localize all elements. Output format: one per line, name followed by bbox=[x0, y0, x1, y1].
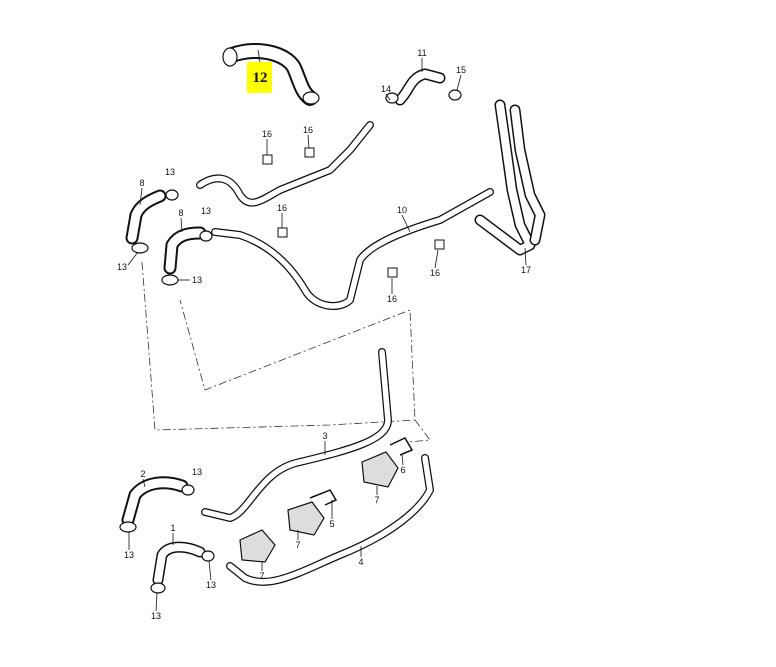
callout-13[interactable]: 13 bbox=[192, 275, 202, 285]
callout-13[interactable]: 13 bbox=[124, 550, 134, 560]
callout-16[interactable]: 16 bbox=[430, 268, 440, 278]
callout-4[interactable]: 4 bbox=[358, 557, 363, 567]
callout-16[interactable]: 16 bbox=[277, 203, 287, 213]
highlight-box bbox=[247, 62, 272, 93]
valve-7[interactable] bbox=[239, 529, 276, 563]
callout-7[interactable]: 7 bbox=[295, 540, 300, 550]
hose-8-top[interactable] bbox=[125, 189, 167, 245]
callout-16[interactable]: 16 bbox=[387, 294, 397, 304]
pipe-3[interactable] bbox=[201, 348, 392, 522]
callout-15[interactable]: 15 bbox=[456, 65, 466, 75]
callout-7[interactable]: 7 bbox=[374, 495, 379, 505]
callout-10[interactable]: 10 bbox=[397, 205, 407, 215]
hose-1[interactable] bbox=[152, 541, 206, 586]
callout-13[interactable]: 13 bbox=[206, 580, 216, 590]
reference-lines bbox=[141, 261, 431, 443]
callout-5[interactable]: 5 bbox=[329, 519, 334, 529]
callout-6[interactable]: 6 bbox=[400, 465, 405, 475]
valve-7[interactable] bbox=[361, 451, 399, 488]
valve-7[interactable] bbox=[287, 501, 325, 536]
callout-labels: 12 11 15 14 16 16 13 8 8 13 16 10 16 16 … bbox=[117, 48, 531, 621]
hose-8-lower[interactable] bbox=[163, 226, 207, 275]
callout-13[interactable]: 13 bbox=[192, 467, 202, 477]
bolts bbox=[262, 147, 445, 278]
callout-13[interactable]: 13 bbox=[117, 262, 127, 272]
callout-13[interactable]: 13 bbox=[151, 611, 161, 621]
callout-13[interactable]: 13 bbox=[165, 167, 175, 177]
callout-17[interactable]: 17 bbox=[521, 265, 531, 275]
callout-12[interactable]: 12 bbox=[253, 70, 268, 86]
pipe-4[interactable] bbox=[226, 454, 434, 586]
callout-3[interactable]: 3 bbox=[322, 431, 327, 441]
callout-7[interactable]: 7 bbox=[259, 571, 264, 581]
callout-11[interactable]: 11 bbox=[417, 48, 426, 58]
callout-2[interactable]: 2 bbox=[140, 469, 145, 479]
callout-14[interactable]: 14 bbox=[381, 84, 391, 94]
hose-17[interactable] bbox=[474, 99, 546, 256]
hose-clamps bbox=[119, 89, 462, 594]
callout-8[interactable]: 8 bbox=[139, 178, 144, 188]
callout-1[interactable]: 1 bbox=[170, 523, 175, 533]
pipe-upper[interactable] bbox=[196, 121, 374, 207]
pipe-10[interactable] bbox=[211, 188, 494, 310]
hose-12[interactable] bbox=[222, 43, 320, 106]
hose-11[interactable] bbox=[394, 68, 446, 106]
callout-13[interactable]: 13 bbox=[201, 206, 211, 216]
bracket-5[interactable] bbox=[309, 489, 338, 506]
callout-16[interactable]: 16 bbox=[303, 125, 313, 135]
hose-2[interactable] bbox=[121, 476, 189, 527]
callout-16[interactable]: 16 bbox=[262, 129, 272, 139]
leader-lines bbox=[127, 49, 527, 612]
bracket-6[interactable] bbox=[389, 437, 414, 456]
callout-8[interactable]: 8 bbox=[178, 208, 183, 218]
